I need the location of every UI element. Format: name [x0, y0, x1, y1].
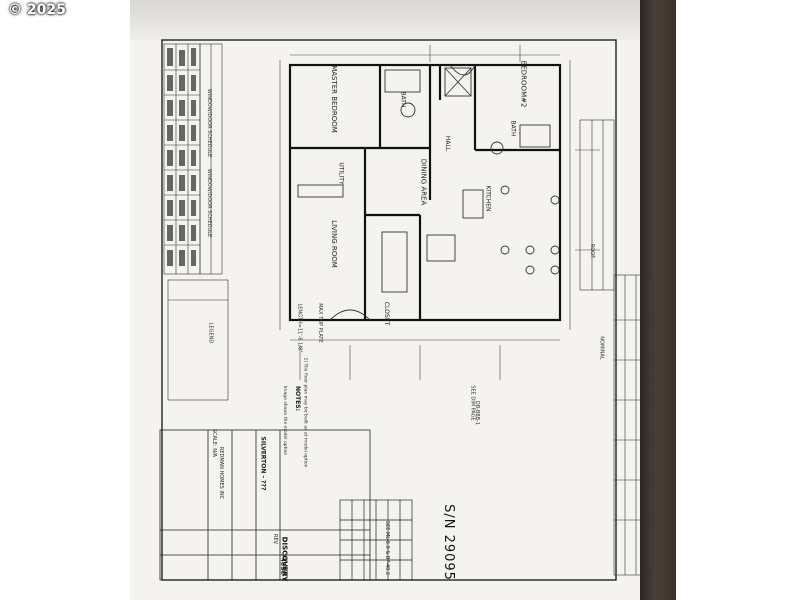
title-block — [159, 429, 371, 581]
paper-shadow — [130, 0, 642, 40]
room-label-utility: UTILITY — [337, 162, 345, 185]
roof-label: ROOF — [589, 243, 596, 259]
legend-label: LEGEND — [207, 322, 214, 344]
schedule-rows — [167, 48, 196, 266]
room-label-living: LIVING ROOM — [329, 220, 338, 268]
sheet-label: SH 1 OF 1 — [281, 556, 288, 582]
room-label-bedroom2: BEDROOM#2 — [519, 60, 528, 108]
left-schedule-table — [163, 43, 223, 275]
room-label-bath: BATH — [399, 91, 407, 108]
max-top-plate-label: MAX TOP PLATE — [316, 303, 323, 343]
notes-line-2: Image shows the model option — [282, 385, 288, 456]
legend-box — [167, 279, 229, 401]
room-label-dining: DINING AREA — [419, 158, 428, 206]
room-label-bath2: BATH — [509, 120, 517, 137]
length-label: LENGTH=11'-6 1/8" — [296, 303, 303, 353]
room-label-master: MASTER BEDROOM — [329, 65, 338, 133]
room-label-hall: HALL — [444, 135, 452, 152]
interior-lines — [297, 64, 560, 321]
window-schedule-label-2: WINDOW/DOOR SCHEDULE — [206, 168, 213, 238]
window-schedule-label: WINDOW/DOOR SCHEDULE — [206, 88, 213, 158]
see-ref-label: SEE ML-6.0 & BP-40.2 — [384, 520, 391, 576]
serial-number: S/N 29095 — [440, 504, 456, 581]
watermark-text: © 2025 — [8, 2, 66, 18]
spec-table — [339, 499, 413, 581]
model-title: SILVERTON - ??? — [259, 436, 267, 491]
scale-label: SCALE: N/A — [211, 428, 218, 458]
dimension-lines — [279, 45, 600, 380]
ref-label: DB-BBB-1 — [474, 400, 481, 426]
right-revision-grid — [579, 119, 655, 576]
house-walls — [288, 63, 562, 322]
room-label-kitchen: KITCHEN — [484, 185, 492, 212]
table-edge — [640, 0, 676, 600]
nominal-label: NOMINAL — [598, 336, 605, 360]
notes-line-1: 1) Tile floor plan may be built as at mo… — [302, 357, 308, 468]
company-name: REDMAN HOMES INC — [218, 446, 225, 500]
notes-title: NOTES: — [294, 385, 302, 412]
room-label-closet: CLOSET — [383, 301, 391, 326]
rev-label: REV — [272, 533, 279, 545]
